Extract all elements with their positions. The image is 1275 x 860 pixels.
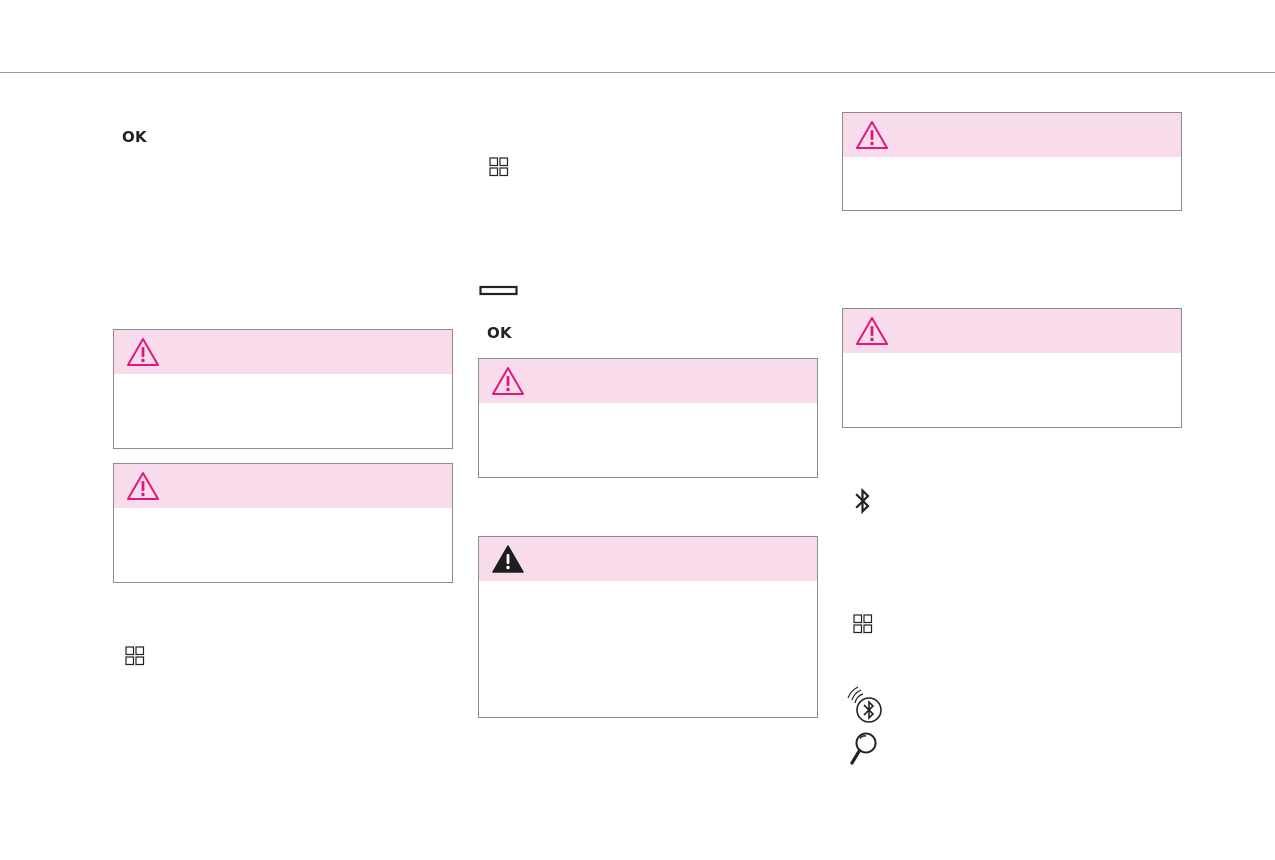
warning-header: [114, 330, 452, 374]
warning-box-caution-4: [842, 112, 1182, 211]
magnifier-icon: [850, 732, 877, 765]
warning-triangle-outline-icon: [127, 338, 159, 366]
ok-button-label: OK: [487, 324, 512, 342]
header-divider: [0, 72, 1275, 73]
warning-header: [479, 359, 817, 403]
warning-triangle-filled-icon: [492, 545, 524, 573]
warning-triangle-outline-icon: [127, 472, 159, 500]
apps-grid-icon: [489, 157, 509, 177]
horizontal-bar-button-icon: [479, 285, 518, 296]
warning-triangle-outline-icon: [856, 317, 888, 345]
apps-grid-icon: [853, 614, 873, 634]
warning-box-caution-5: [842, 308, 1182, 428]
warning-triangle-outline-icon: [492, 367, 524, 395]
ok-button-label: OK: [122, 128, 147, 146]
warning-header: [114, 464, 452, 508]
warning-header: [479, 537, 817, 581]
bluetooth-search-icon: [847, 686, 882, 723]
warning-box-caution-2: [113, 463, 453, 583]
warning-header: [843, 113, 1181, 157]
bluetooth-icon: [855, 487, 870, 515]
warning-box-caution-1: [113, 329, 453, 449]
warning-box-caution-3: [478, 358, 818, 478]
warning-triangle-outline-icon: [856, 121, 888, 149]
warning-header: [843, 309, 1181, 353]
warning-box-danger: [478, 536, 818, 718]
apps-grid-icon: [125, 646, 145, 666]
